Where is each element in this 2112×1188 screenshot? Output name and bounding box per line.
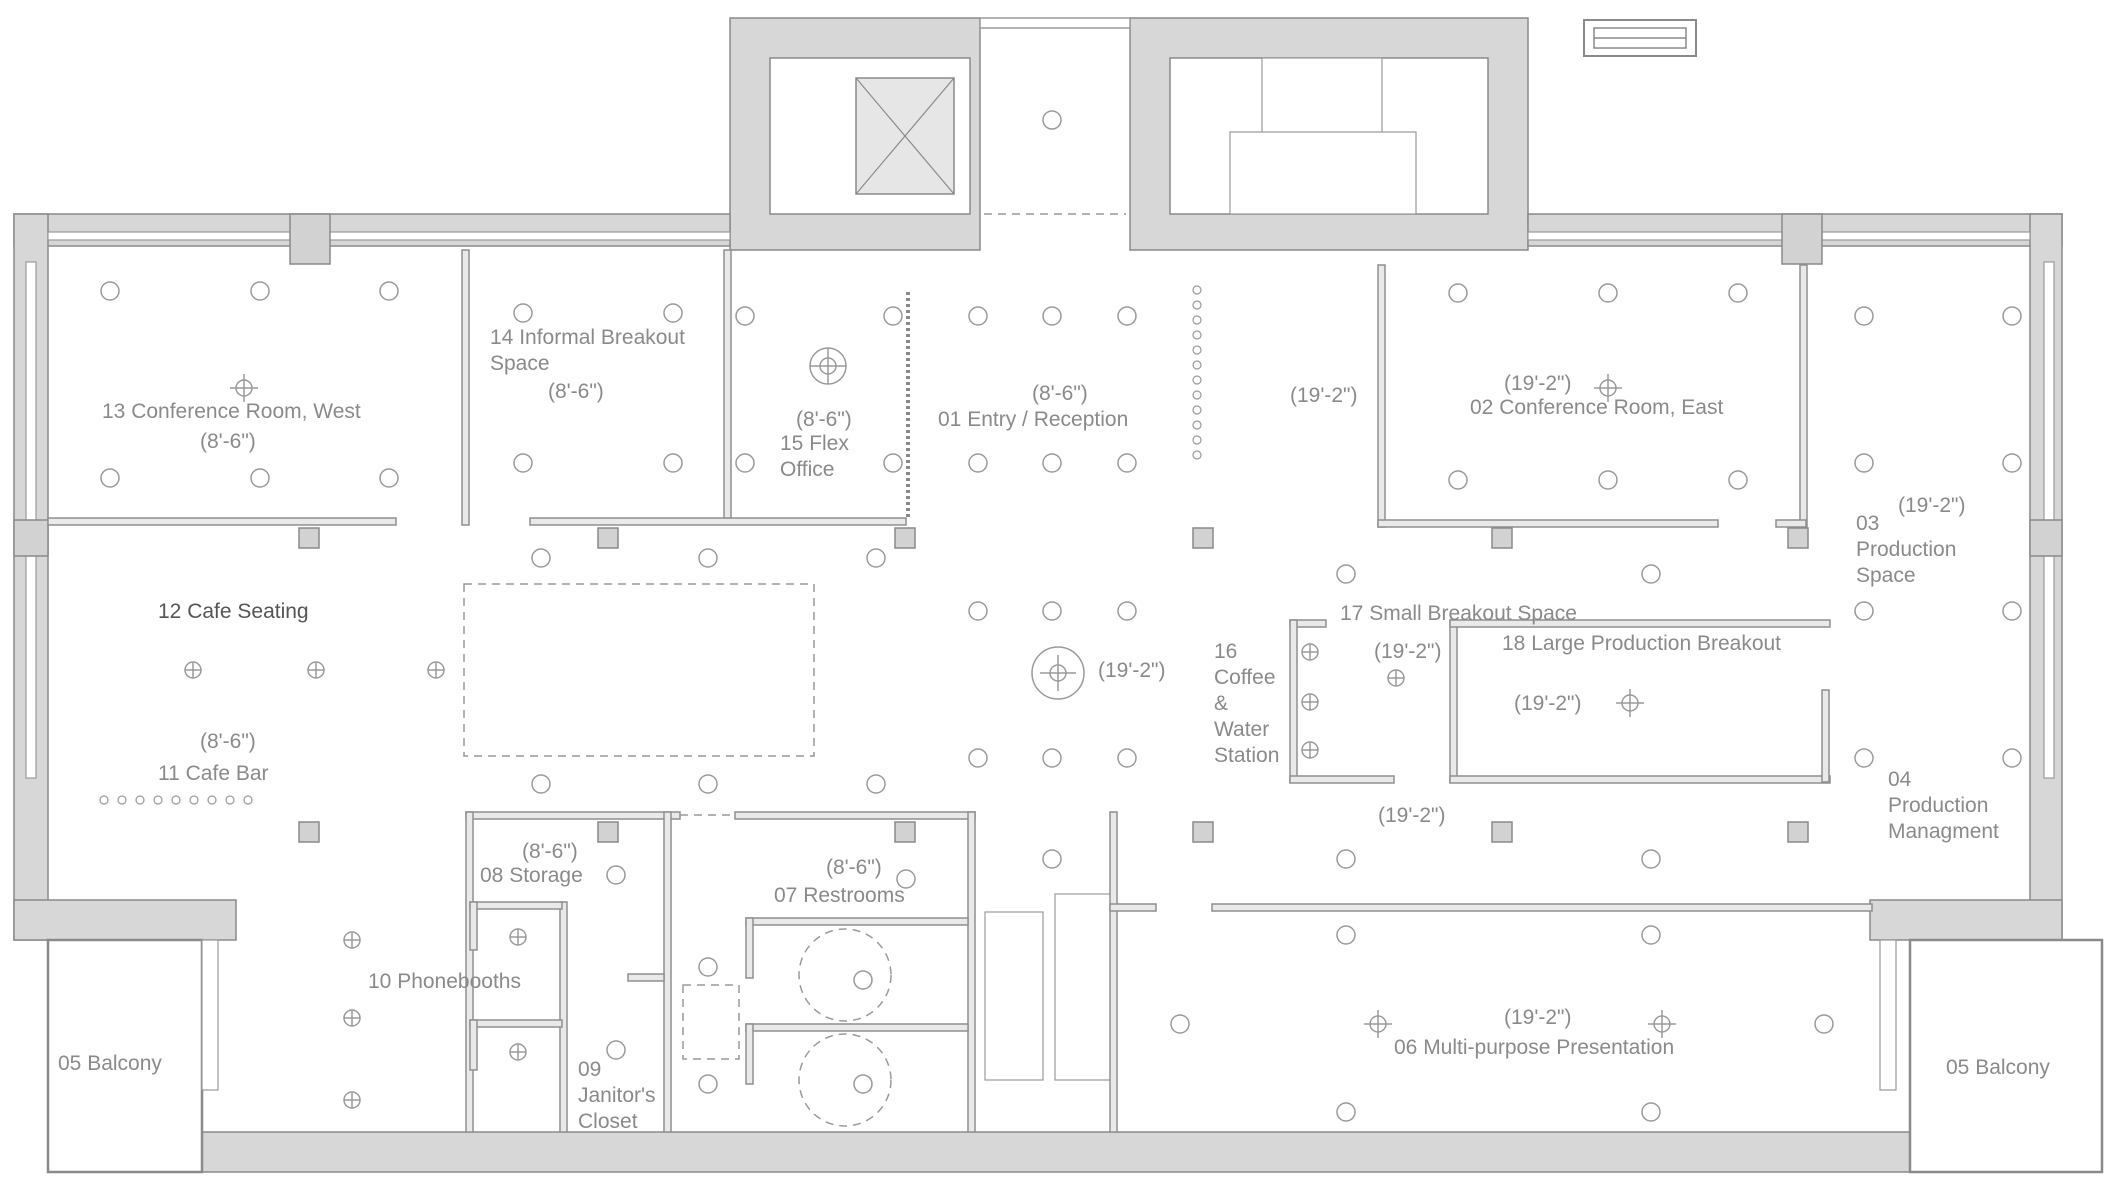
label-production-space-2: Space (1856, 564, 1916, 587)
label-janitors-closet-2: Closet (578, 1110, 638, 1133)
label-entry-reception-height: (8'-6") (1032, 382, 1088, 405)
label-production-managment-number: 04 (1888, 768, 1912, 791)
label-large-production-breakout: 18 Large Production Breakout (1502, 632, 1781, 655)
label-ceiling-height-4: (19'-2") (1378, 804, 1445, 827)
label-janitors-closet-number: 09 (578, 1058, 601, 1081)
label-janitors-closet: Janitor's (578, 1084, 656, 1107)
south-stair (984, 893, 1114, 1081)
label-coffee-station-number: 16 (1214, 640, 1237, 663)
label-restrooms: 07 Restrooms (774, 884, 905, 907)
interior-partitions (47, 249, 1873, 1133)
ceiling-lights (100, 110, 2022, 1122)
label-conference-room-east: 02 Conference Room, East (1470, 396, 1723, 419)
restroom-fixture-outline (682, 984, 740, 1060)
label-production-space-number: 03 (1856, 512, 1879, 535)
label-ceiling-height-2: (19'-2") (1098, 659, 1165, 682)
label-production-space: Production (1856, 538, 1956, 561)
label-conference-room-east-height: (19'-2") (1504, 372, 1571, 395)
label-coffee-station-2: & (1214, 692, 1228, 715)
crosshair-fixtures (184, 347, 1676, 1109)
label-storage: 08 Storage (480, 864, 583, 887)
label-cafe-bar-height: (8'-6") (200, 730, 256, 753)
cafe-bar-stools (99, 795, 253, 805)
label-informal-breakout-height: (8'-6") (548, 380, 604, 403)
label-balcony-east: 05 Balcony (1946, 1056, 2050, 1079)
interior-columns (298, 527, 1809, 843)
cafe-table-outline (463, 583, 815, 757)
label-conference-room-west-height: (8'-6") (200, 430, 256, 453)
label-production-managment: Production (1888, 794, 1988, 817)
label-coffee-station-3: Water (1214, 718, 1269, 741)
label-balcony-west: 05 Balcony (58, 1052, 162, 1075)
label-multipurpose: 06 Multi-purpose Presentation (1394, 1036, 1674, 1059)
label-production-space-height: (19'-2") (1898, 494, 1965, 517)
label-conference-room-west: 13 Conference Room, West (102, 400, 361, 423)
label-coffee-station-4: Station (1214, 744, 1279, 767)
label-multipurpose-height: (19'-2") (1504, 1006, 1571, 1029)
room-labels: 13 Conference Room, West (8'-6") 14 Info… (58, 326, 2050, 1133)
label-phonebooths: 10 Phonebooths (368, 970, 521, 993)
restroom-turning-circle (798, 928, 892, 1022)
label-cafe-seating: 12 Cafe Seating (158, 600, 309, 623)
label-flex-office: 15 Flex (780, 432, 849, 455)
label-informal-breakout: 14 Informal Breakout (490, 326, 685, 349)
elevator-icon (855, 77, 955, 195)
label-ceiling-height-3: (19'-2") (1374, 640, 1441, 663)
label-large-production-breakout-height: (19'-2") (1514, 692, 1581, 715)
north-stair (1229, 57, 1417, 215)
restroom-turning-circle (798, 1033, 892, 1127)
label-production-managment-2: Managment (1888, 820, 1999, 843)
label-coffee-station: Coffee (1214, 666, 1276, 689)
label-restrooms-height: (8'-6") (826, 856, 882, 879)
label-small-breakout: 17 Small Breakout Space (1340, 602, 1577, 625)
label-informal-breakout-2: Space (490, 352, 550, 375)
label-flex-office-2: Office (780, 458, 834, 481)
label-flex-office-height: (8'-6") (796, 408, 852, 431)
label-ceiling-height: (19'-2") (1290, 384, 1357, 407)
skylight-icon (1583, 19, 1697, 57)
bead-curtain (1192, 285, 1202, 460)
label-storage-height: (8'-6") (522, 840, 578, 863)
label-cafe-bar: 11 Cafe Bar (158, 762, 269, 785)
label-entry-reception: 01 Entry / Reception (938, 408, 1128, 431)
